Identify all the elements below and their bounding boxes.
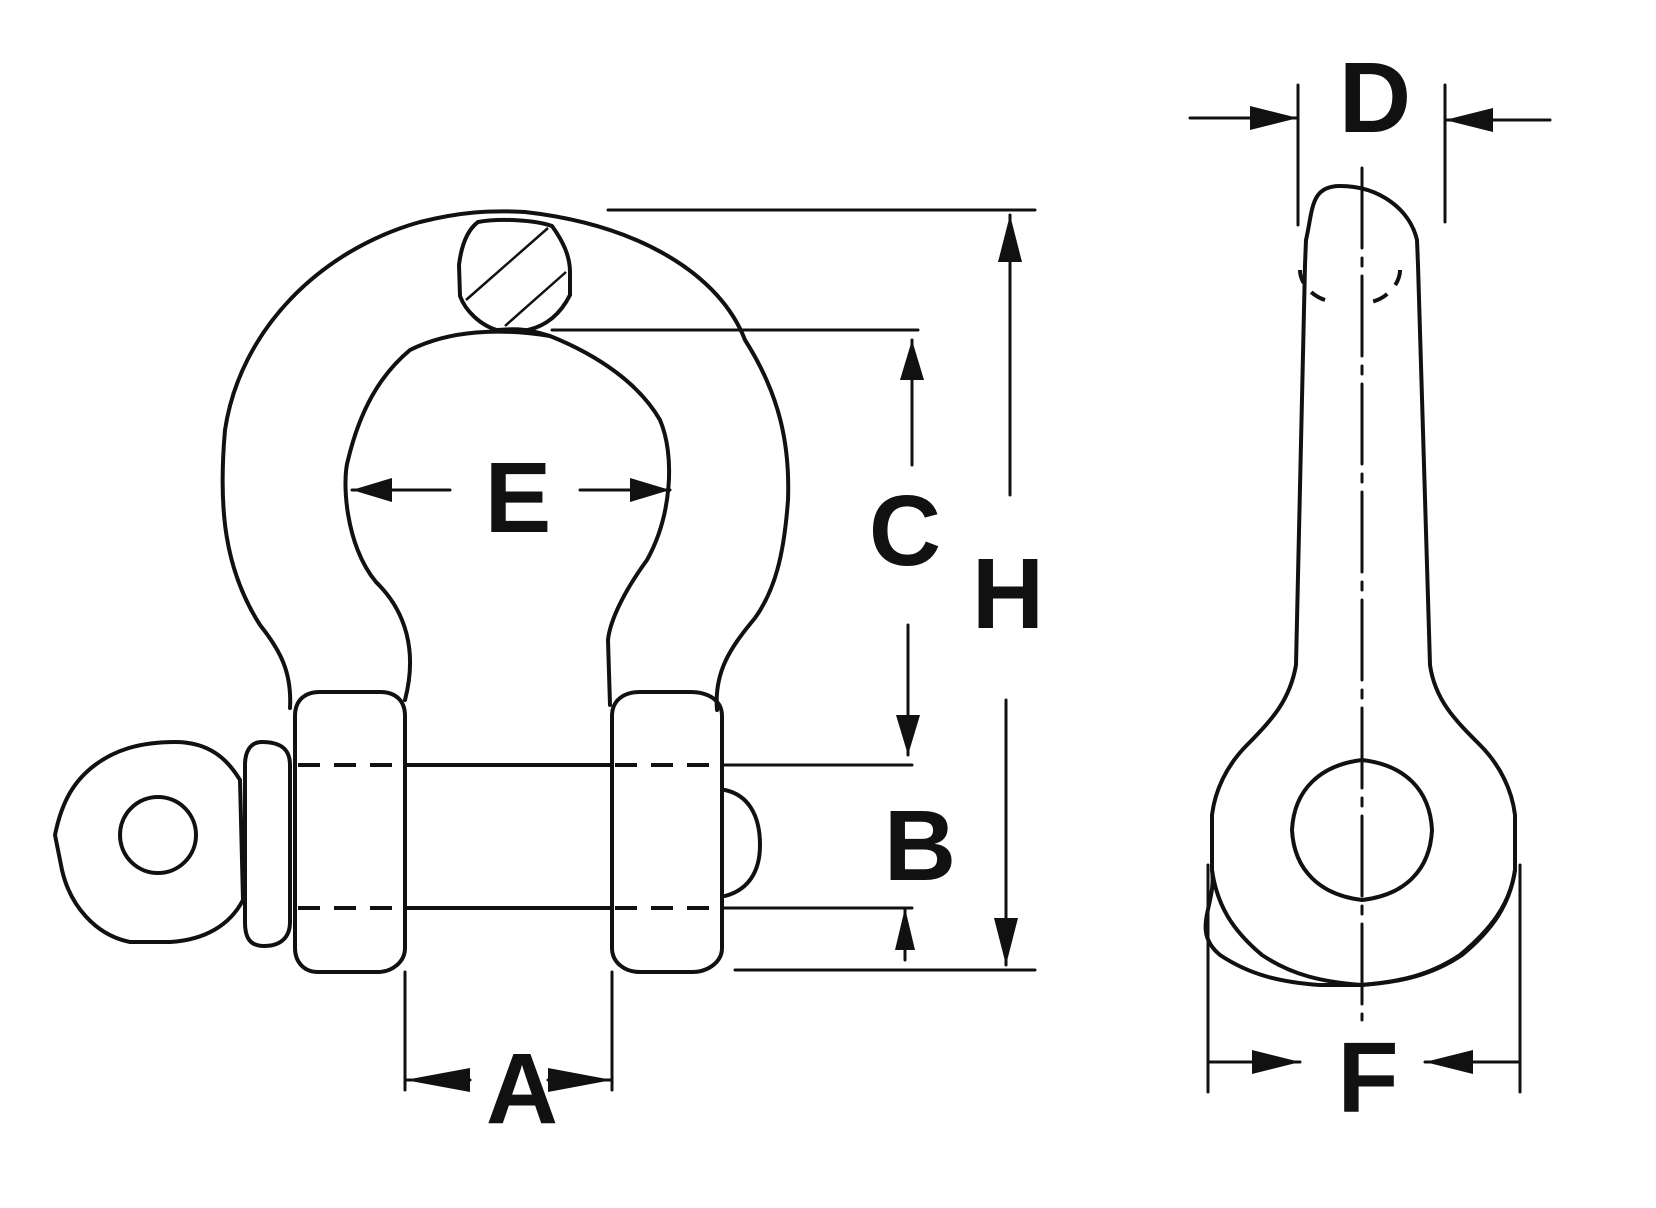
shackle-front-view	[53, 209, 791, 974]
label-e: E	[485, 442, 552, 554]
bow-inner-contour	[343, 329, 672, 707]
label-c: C	[869, 475, 941, 587]
pin-collar	[243, 740, 292, 948]
dimension-b: B	[720, 763, 956, 962]
shackle-side-view	[1203, 166, 1517, 1022]
dimension-f: F	[1206, 863, 1522, 1134]
left-ear	[293, 690, 407, 974]
dimension-a: A	[403, 970, 614, 1145]
side-crown-hidden	[1298, 269, 1402, 304]
side-outer-contour	[1203, 184, 1517, 987]
dimension-e: E	[350, 442, 672, 554]
dimension-h: H	[606, 208, 1044, 972]
pin-nut-end	[723, 788, 762, 898]
crown-section	[457, 217, 572, 333]
pin-head-eye-hole	[118, 795, 198, 875]
label-h: H	[972, 538, 1044, 650]
side-pin-bore	[1290, 758, 1434, 902]
dimension-d: D	[1188, 42, 1552, 227]
right-ear	[610, 690, 724, 974]
label-a: A	[486, 1033, 558, 1145]
label-b: B	[884, 790, 956, 902]
bow-outer-contour	[220, 209, 791, 712]
dimension-c: C	[550, 328, 941, 757]
dimensions: A B C E	[350, 42, 1552, 1145]
label-d: D	[1339, 42, 1411, 154]
pin-head-eye	[53, 740, 245, 944]
label-f: F	[1337, 1022, 1398, 1134]
